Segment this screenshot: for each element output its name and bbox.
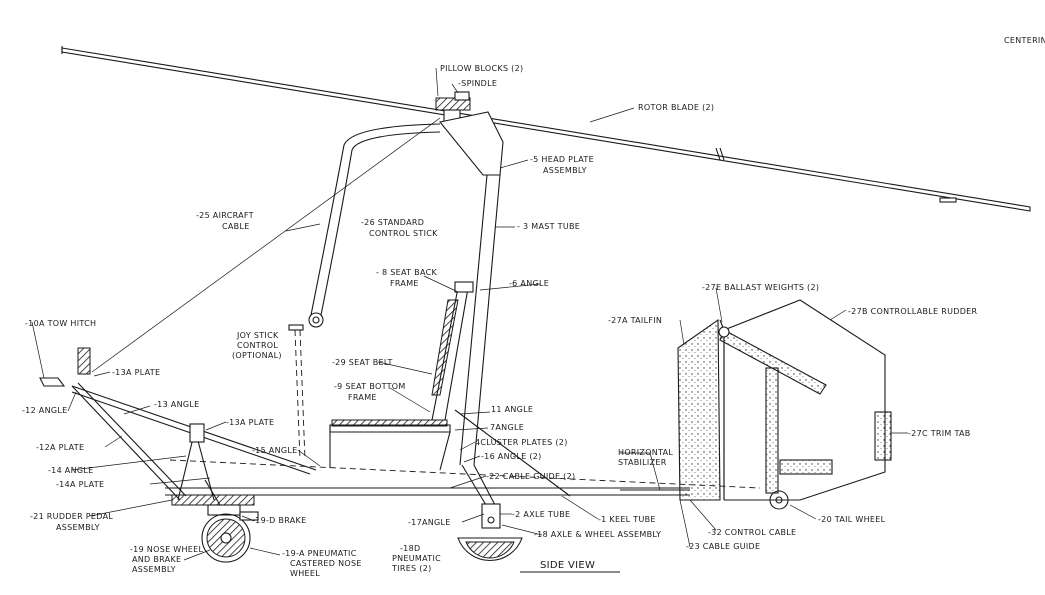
label-head-plate-1: -5 HEAD PLATE <box>530 155 594 164</box>
label-nose-wheel-3: ASSEMBLY <box>132 565 176 574</box>
label-control-stick-1: -26 STANDARD <box>361 218 424 227</box>
label-centering: CENTERIN <box>1004 36 1045 45</box>
label-rudder-pedal-1: -21 RUDDER PEDAL <box>30 512 113 521</box>
label-axle-wheel: -18 AXLE & WHEEL ASSEMBLY <box>534 530 661 539</box>
label-joy-1: JOY STICK <box>236 331 279 340</box>
label-plate-12a: -12A PLATE <box>36 443 84 452</box>
label-aircraft-cable-1: -25 AIRCRAFT <box>196 211 254 220</box>
label-tires-3: TIRES (2) <box>391 564 432 573</box>
label-seat-back-1: - 8 SEAT BACK <box>376 268 437 277</box>
label-tail-wheel: -20 TAIL WHEEL <box>818 515 886 524</box>
label-plate-13a-top: -13A PLATE <box>112 368 160 377</box>
label-tires-1: -18D <box>400 544 420 553</box>
tailfin <box>677 318 725 501</box>
label-angle-16: -16 ANGLE (2) <box>481 452 542 461</box>
label-angle-7: 7ANGLE <box>490 423 524 432</box>
label-nose-wheel-2: AND BRAKE <box>132 555 181 564</box>
view-title: SIDE VIEW <box>540 560 595 571</box>
label-ballast: -27E BALLAST WEIGHTS (2) <box>702 283 819 292</box>
label-seat-bottom-2: FRAME <box>348 393 377 402</box>
label-castered-3: WHEEL <box>290 569 320 578</box>
seat <box>329 281 474 471</box>
control-stick <box>308 123 441 328</box>
label-tow-hitch: -10A TOW HITCH <box>25 319 96 328</box>
nose-wheel-assembly <box>201 479 259 563</box>
label-angle-6: -6 ANGLE <box>509 279 549 288</box>
rotor-head <box>435 91 471 125</box>
label-brake: -19-D BRAKE <box>252 516 306 525</box>
label-angle-13: -13 ANGLE <box>154 400 199 409</box>
controllable-rudder <box>718 299 892 501</box>
label-tires-2: PNEUMATIC <box>392 554 441 563</box>
label-angle-15: -15 ANGLE <box>252 446 297 455</box>
label-aircraft-cable-2: CABLE <box>222 222 250 231</box>
label-castered-2: CASTERED NOSE <box>290 559 362 568</box>
head-plate-assembly <box>439 111 504 176</box>
label-head-plate-2: ASSEMBLY <box>543 166 587 175</box>
aircraft-cable-line <box>91 117 441 373</box>
joy-stick-optional <box>288 324 306 461</box>
label-seat-belt: -29 SEAT BELT <box>332 358 393 367</box>
label-joy-3: (OPTIONAL) <box>232 351 282 360</box>
keel-tube <box>165 487 690 506</box>
label-joy-2: CONTROL <box>237 341 278 350</box>
label-angle-14: -14 ANGLE <box>48 466 93 475</box>
label-trim-tab: -27C TRIM TAB <box>908 429 971 438</box>
label-control-cable: -32 CONTROL CABLE <box>708 528 796 537</box>
label-spindle: -SPINDLE <box>458 79 497 88</box>
label-angle-12: -12 ANGLE <box>22 406 67 415</box>
mast-tube <box>459 174 501 466</box>
part-labels: CENTERIN PILLOW BLOCKS (2) -SPINDLE ROTO… <box>22 36 1045 578</box>
label-seat-back-2: FRAME <box>390 279 419 288</box>
label-rotor-blade: ROTOR BLADE (2) <box>638 103 714 112</box>
front-frame <box>39 347 317 501</box>
label-axle-tube: -2 AXLE TUBE <box>512 510 570 519</box>
tail-wheel <box>769 490 789 510</box>
label-control-stick-2: CONTROL STICK <box>369 229 438 238</box>
label-rudder-pedal-2: ASSEMBLY <box>56 523 100 532</box>
label-horiz-1: HORIZONTAL <box>618 448 673 457</box>
label-seat-bottom-1: -9 SEAT BOTTOM <box>334 382 406 391</box>
label-keel-tube: -1 KEEL TUBE <box>598 515 656 524</box>
label-castered-1: -19-A PNEUMATIC <box>282 549 357 558</box>
label-angle-17: -17ANGLE <box>408 518 451 527</box>
label-plate-13a-mid: -13A PLATE <box>226 418 274 427</box>
rotor-blade <box>61 46 1031 212</box>
label-pillow-blocks: PILLOW BLOCKS (2) <box>440 64 523 73</box>
label-rudder: -27B CONTROLLABLE RUDDER <box>848 307 978 316</box>
leader-lines <box>31 67 908 561</box>
label-mast-tube: - 3 MAST TUBE <box>517 222 580 231</box>
label-cable-guide-22: -22 CABLE GUIDE (2) <box>486 472 575 481</box>
stabilizer-and-cables <box>169 409 761 497</box>
label-cluster: 4CLUSTER PLATES (2) <box>475 438 568 447</box>
label-angle-11: 11 ANGLE <box>491 405 533 414</box>
label-nose-wheel-1: -19 NOSE WHEEL <box>130 545 204 554</box>
label-plate-14a: -14A PLATE <box>56 480 104 489</box>
main-wheel-assembly <box>457 464 523 562</box>
label-cable-guide-23: -23 CABLE GUIDE <box>686 542 760 551</box>
label-horiz-2: STABILIZER <box>618 458 667 467</box>
label-tailfin: -27A TAILFIN <box>608 316 662 325</box>
